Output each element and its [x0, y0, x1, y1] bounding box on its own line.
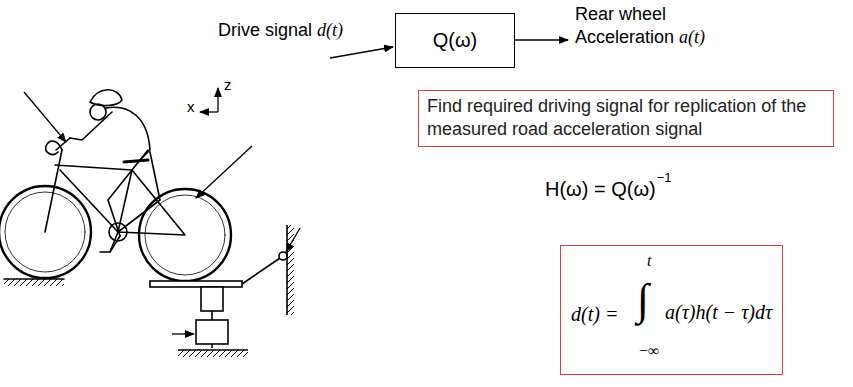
signal-label: Drive signal: [218, 20, 312, 41]
task-box: Find required driving signal for replica…: [418, 90, 834, 147]
equation-lhs: d(t) =: [571, 303, 618, 325]
output-label: Acceleration: [575, 27, 674, 48]
output-arrow: [515, 39, 568, 40]
integral-sign: ∫: [637, 276, 649, 324]
transfer-function-box: Q(ω): [395, 13, 515, 68]
exponent: −1: [657, 171, 672, 186]
input-arrow: [330, 47, 393, 58]
signal-name: a(t): [679, 27, 705, 48]
axis-label: x: [187, 98, 195, 115]
inverse-equation: H(ω) = Q(ω): [545, 178, 656, 201]
transfer-function-text: Q(ω): [433, 29, 478, 52]
task-text: Find required driving signal for replica…: [427, 95, 825, 142]
output-label: Rear wheel: [575, 4, 666, 25]
upper-limit: t: [647, 252, 651, 270]
axis-label: z: [224, 76, 232, 93]
equation-box: d(t) = ∫ t −∞ a(τ)h(t − τ)dτ: [560, 245, 783, 375]
signal-name: d(t): [317, 20, 343, 41]
integrand: a(τ)h(t − τ)dτ: [665, 301, 772, 323]
lower-limit: −∞: [639, 342, 659, 360]
